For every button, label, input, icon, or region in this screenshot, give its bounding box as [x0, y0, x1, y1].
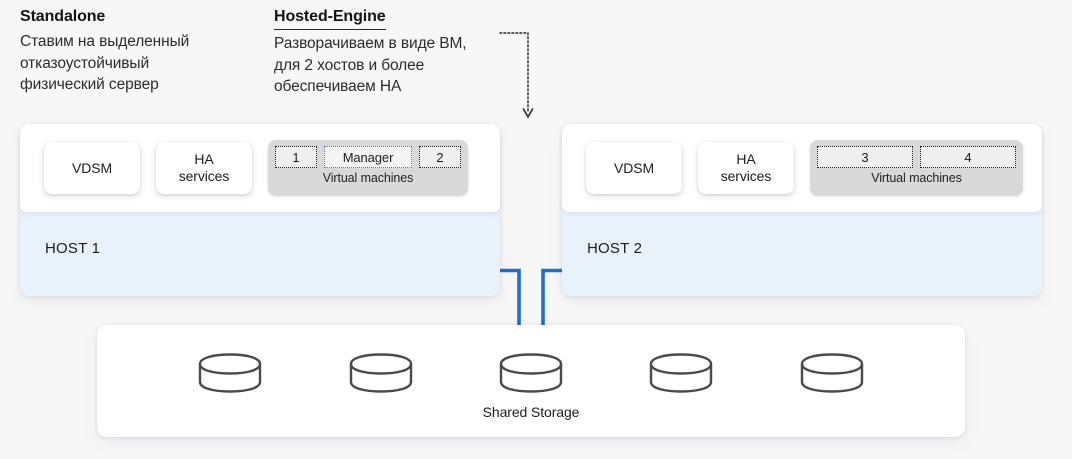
host-1-service-vdsm[interactable]: VDSM	[44, 142, 140, 194]
database-cylinder-icon-connected[interactable]	[497, 351, 565, 395]
caption-hosted-engine: Hosted-Engine Разворачиваем в виде ВМ, д…	[274, 6, 524, 98]
shared-storage-label: Shared Storage	[482, 404, 580, 420]
host-2-services-strip: VDSM HA services 3 4 Virtual machines	[562, 124, 1042, 212]
host-2-vm-group: 3 4 Virtual machines	[810, 140, 1023, 196]
database-cylinder-icon[interactable]	[798, 351, 866, 395]
database-cylinder-icon[interactable]	[647, 351, 715, 395]
host-1-vm-2[interactable]: 2	[419, 146, 461, 168]
caption-standalone: Standalone Ставим на выделенный отказоус…	[20, 6, 270, 96]
caption-standalone-body: Ставим на выделенный отказоустойчивый фи…	[20, 33, 190, 93]
host-1-vm-1[interactable]: 1	[275, 146, 317, 168]
host-1-vm-group-caption: Virtual machines	[322, 171, 414, 185]
host-2-service-ha[interactable]: HA services	[698, 142, 794, 194]
host-2-vm-3[interactable]: 3	[817, 146, 913, 168]
caption-hosted-engine-body: Разворачиваем в виде ВМ, для 2 хостов и …	[274, 35, 467, 95]
database-cylinder-icon[interactable]	[347, 351, 415, 395]
host-1-vm-manager[interactable]: Manager	[324, 146, 412, 168]
host-2-vm-group-caption: Virtual machines	[871, 171, 962, 185]
host-1-label: HOST 1	[45, 240, 101, 257]
host-2-vm-4[interactable]: 4	[920, 146, 1016, 168]
host-2-vm-row: 3 4	[817, 146, 1016, 168]
host-1-vm-row: 1 Manager 2	[275, 146, 461, 168]
dashed-arrow-down-icon	[499, 32, 534, 118]
host-panel-2[interactable]: VDSM HA services 3 4 Virtual machines HO…	[562, 124, 1042, 296]
caption-hosted-engine-title: Hosted-Engine	[274, 6, 386, 30]
host-2-label: HOST 2	[587, 240, 643, 257]
storage-disk-row	[97, 351, 965, 395]
host-1-vm-group: 1 Manager 2 Virtual machines	[268, 140, 468, 196]
host-1-services-strip: VDSM HA services 1 Manager 2 Virtual mac…	[20, 124, 500, 212]
shared-storage-panel[interactable]: Shared Storage	[97, 325, 965, 437]
host-1-service-ha[interactable]: HA services	[156, 142, 252, 194]
host-2-service-vdsm[interactable]: VDSM	[586, 142, 682, 194]
caption-standalone-title: Standalone	[20, 8, 106, 25]
host-panel-1[interactable]: VDSM HA services 1 Manager 2 Virtual mac…	[20, 124, 500, 296]
database-cylinder-icon[interactable]	[196, 351, 264, 395]
